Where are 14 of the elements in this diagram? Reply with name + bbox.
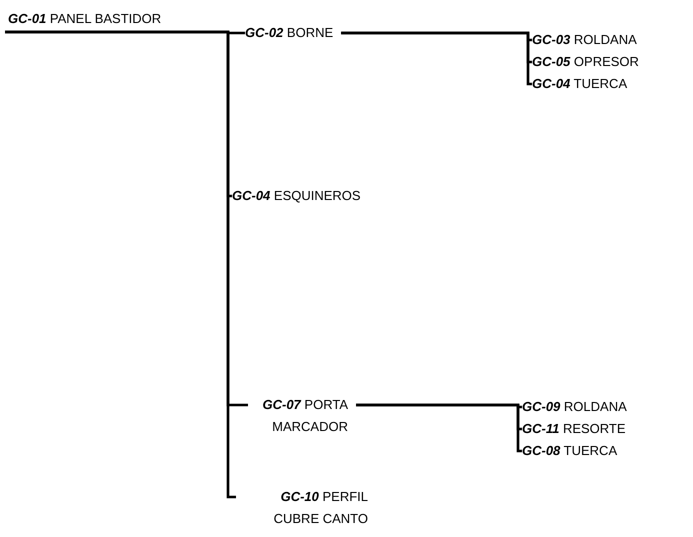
part-label: GC-04 ESQUINEROS [232,185,361,207]
part-label: GC-03 ROLDANA [532,29,637,51]
part-label: GC-07 PORTA MARCADOR [248,394,348,438]
part-label: GC-10 PERFIL CUBRE CANTO [236,486,368,530]
part-label: GC-09 ROLDANA [522,396,627,418]
part-label: GC-11 RESORTE [522,418,626,440]
tree-connector [5,30,236,498]
part-label: GC-04 TUERCA [532,73,628,95]
tree-connector [341,32,532,86]
part-label: GC-01 PANEL BASTIDOR [8,8,162,30]
tree-connector [356,404,522,452]
part-label: GC-02 BORNE [245,22,334,44]
part-label: GC-08 TUERCA [522,440,618,462]
part-label: GC-05 OPRESOR [532,51,639,73]
